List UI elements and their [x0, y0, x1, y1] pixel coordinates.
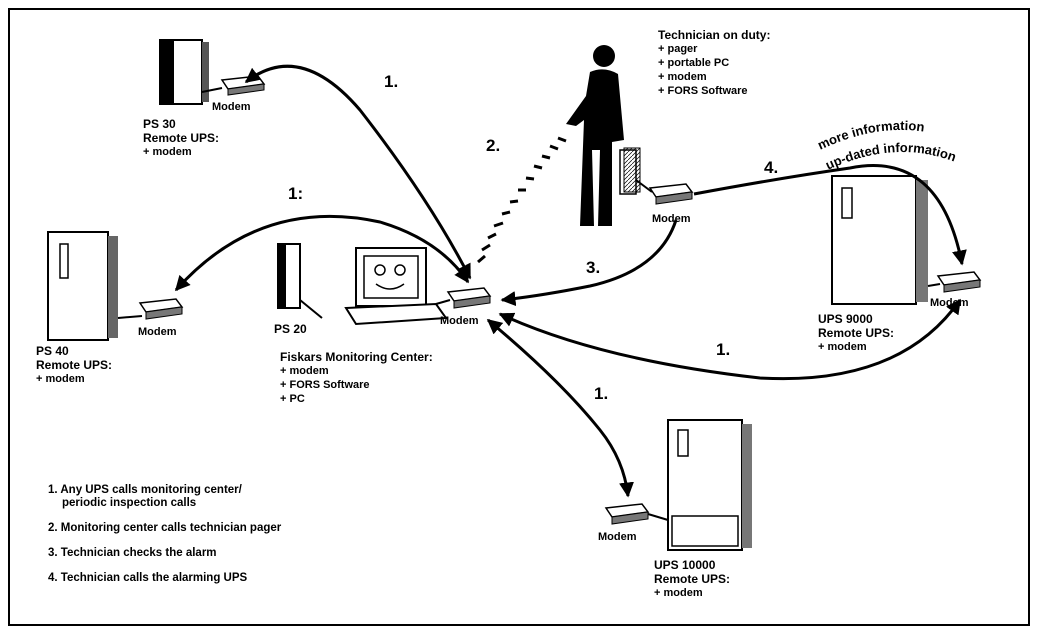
ups9000-icon [831, 175, 928, 305]
ups10000-name: UPS 10000 [654, 558, 716, 572]
arrow-technician-ups9000 [693, 164, 967, 266]
pager-wave [477, 136, 567, 264]
ups9000-modem-icon [936, 271, 982, 293]
legend-line: periodic inspection calls [62, 497, 197, 509]
ups9000-modem-label: Modem [930, 297, 969, 309]
step-1-ps30: 1. [384, 72, 399, 91]
ups9000-extra: + modem [818, 341, 867, 353]
arrow-ups10000-center [486, 318, 634, 498]
step-1-ups10000: 1. [594, 384, 609, 403]
step-1-ups9000: 1. [716, 340, 731, 359]
technician-modem-label: Modem [652, 213, 691, 225]
ps30-modem-label: Modem [212, 101, 251, 113]
technician-title: Technician on duty: [658, 28, 771, 42]
ps40-label: PS 40 Remote UPS: + modem [36, 344, 112, 386]
technician-modem-icon [648, 183, 694, 205]
center-item: + PC [280, 393, 305, 405]
step-2: 2. [486, 136, 501, 155]
technician-item: + pager [658, 43, 698, 55]
ps30-label: PS 30 Remote UPS: + modem [143, 117, 219, 159]
ups10000-icon [667, 419, 752, 551]
center-modem-label: Modem [440, 315, 479, 327]
ps30-name: PS 30 [143, 117, 176, 131]
ups10000-modem-label: Modem [598, 531, 637, 543]
center-item: + modem [280, 365, 329, 377]
center-item: + FORS Software [280, 379, 370, 391]
legend-line: 2. Monitoring center calls technician pa… [48, 522, 282, 534]
technician-item: + portable PC [658, 57, 730, 69]
ps40-extra: + modem [36, 373, 85, 385]
ups10000-modem-icon [604, 503, 650, 525]
ps40-modem-label: Modem [138, 326, 177, 338]
legend-item: 3. Technician checks the alarm [48, 547, 468, 560]
legend: 1. Any UPS calls monitoring center/ peri… [48, 484, 468, 597]
step-4: 4. [764, 158, 779, 177]
step-3: 3. [586, 258, 601, 277]
ps40-role: Remote UPS: [36, 358, 113, 372]
arrow-ps40-center [174, 214, 470, 292]
ps30-role: Remote UPS: [143, 131, 220, 145]
arrow-technician-center [500, 219, 678, 307]
technician-icon [566, 45, 641, 226]
center-title: Fiskars Monitoring Center: [280, 350, 433, 364]
arrow-ps30-center [244, 64, 472, 280]
technician-item: + FORS Software [658, 85, 748, 97]
ps40-ups-icon [47, 231, 118, 341]
ups10000-label: UPS 10000 Remote UPS: + modem [654, 558, 730, 600]
ps30-modem-icon [220, 75, 266, 96]
ps40-modem-icon [138, 298, 184, 320]
legend-line: 1. Any UPS calls monitoring center/ [48, 484, 242, 496]
technician-label: Technician on duty: + pager + portable P… [658, 28, 770, 98]
step-1-ps40: 1: [288, 184, 304, 203]
center-label: Fiskars Monitoring Center: + modem + FOR… [280, 350, 433, 406]
ps20-ups-icon [277, 243, 301, 309]
legend-item: 4. Technician calls the alarming UPS [48, 572, 468, 585]
legend-line: 3. Technician checks the alarm [48, 547, 217, 559]
legend-item: 1. Any UPS calls monitoring center/ peri… [48, 484, 468, 510]
ups10000-role: Remote UPS: [654, 572, 731, 586]
monitoring-pc-icon [344, 247, 448, 326]
ups9000-name: UPS 9000 [818, 312, 873, 326]
ps40-name: PS 40 [36, 344, 69, 358]
ups10000-extra: + modem [654, 587, 703, 599]
legend-item: 2. Monitoring center calls technician pa… [48, 522, 468, 535]
ups9000-label: UPS 9000 Remote UPS: + modem [818, 312, 894, 354]
legend-line: 4. Technician calls the alarming UPS [48, 572, 248, 584]
center-modem-icon [446, 287, 492, 309]
technician-item: + modem [658, 71, 707, 83]
ups9000-role: Remote UPS: [818, 326, 895, 340]
ps30-extra: + modem [143, 146, 192, 158]
ps20-label: PS 20 [274, 322, 307, 336]
ps30-ups-icon [159, 39, 209, 105]
